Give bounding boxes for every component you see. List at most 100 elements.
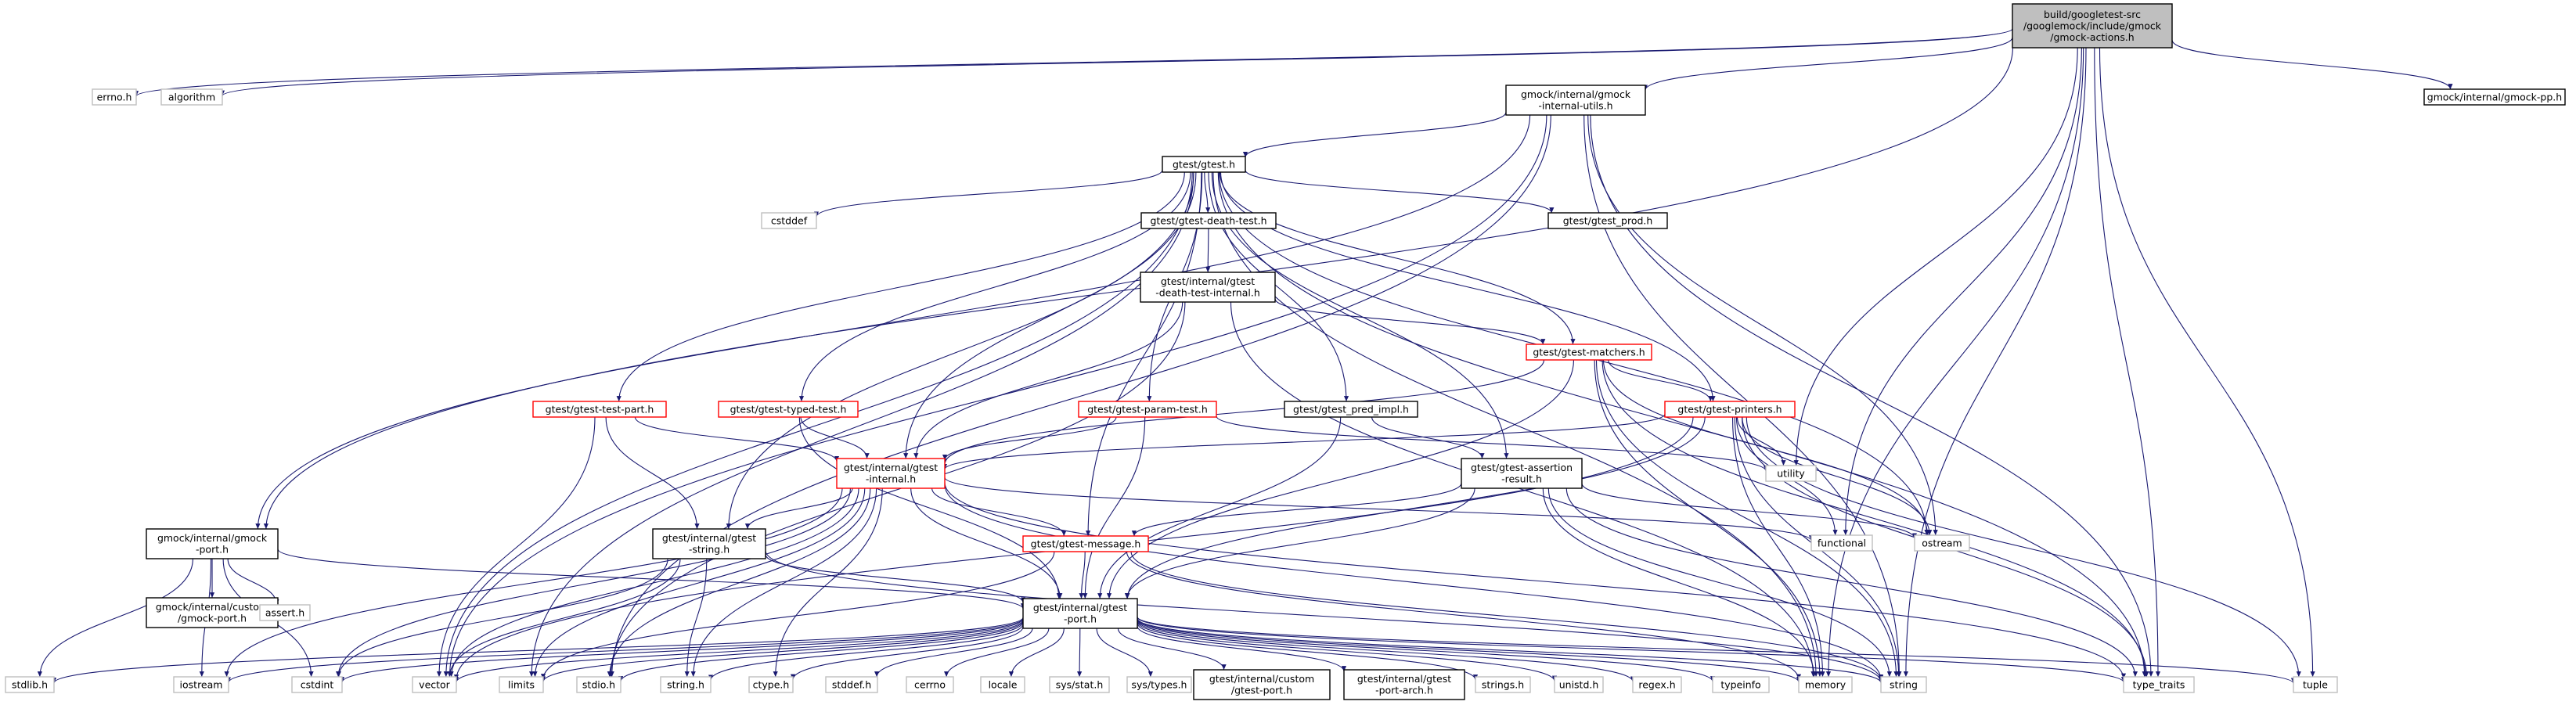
node-box [1193,669,1331,700]
node-label-line: iostream [180,678,223,690]
node-label-line: strings.h [1482,678,1524,690]
edge-root-to-errno [134,28,2013,97]
node-box [1554,676,1604,693]
node-box [748,676,794,693]
edge-gtest_internal-to-gtest_port [910,487,1063,599]
node-label-line: cstdint [301,678,334,690]
node-string-h: string.h [660,676,712,693]
node-label-line: gtest/internal/gtest [1357,673,1451,685]
node-label-line: -internal-utils.h [1538,100,1612,112]
node-unistd: unistd.h [1554,676,1604,693]
node-test-part[interactable]: gtest/gtest-test-part.h [532,401,667,418]
node-label-line: /googlemock/include/gmock [2023,20,2162,31]
node-label-line: gtest/gtest-param-test.h [1087,403,1208,415]
edge-gtest_string-to-cstdint [336,558,668,678]
edge-death_test-to-death_test_internal [1205,228,1211,273]
edge-assertion_result-to-gtest_port [1124,487,1475,599]
node-death-test[interactable]: gtest/gtest-death-test.h [1140,212,1277,229]
node-label-line: /gmock-port.h [178,613,247,624]
node-box [836,458,946,489]
node-label-line: gtest/gtest-printers.h [1677,403,1782,415]
node-box [1914,534,1970,552]
node-gtest-port[interactable]: gtest/internal/gtest-port.h [1022,598,1138,629]
node-stddef: stddef.h [825,676,878,693]
node-box [1712,676,1770,693]
node-sys-stat: sys/stat.h [1049,676,1110,693]
node-box [1284,401,1418,418]
edge-gtest_string-to-gtest_port [765,554,1026,603]
node-limits: limits [499,676,544,693]
edge-gtest_port-to-cstdint [340,618,1024,683]
node-label-line: -port-arch.h [1375,685,1433,696]
node-label-line: ctype.h [753,678,790,690]
node-gmock-port[interactable]: gmock/internal/gmock-port.h [146,528,279,559]
node-matchers[interactable]: gtest/gtest-matchers.h [1526,344,1652,361]
node-box [92,88,137,106]
node-type-traits: type_traits [2123,676,2195,693]
node-label-line: sys/stat.h [1056,678,1104,690]
node-box [1765,465,1817,482]
node-box [1022,598,1138,629]
node-box [660,676,712,693]
node-gtest-internal[interactable]: gtest/internal/gtest-internal.h [836,458,946,489]
edge-gtest_port-to-sys_stat [1077,628,1083,678]
node-ctype: ctype.h [748,676,794,693]
node-iostream: iostream [173,676,229,693]
node-pred-impl[interactable]: gtest/gtest_pred_impl.h [1284,401,1418,418]
edge-gtest_port-to-stdio [618,621,1024,682]
node-box [1343,669,1465,700]
node-death-test-internal[interactable]: gtest/internal/gtest-death-test-internal… [1140,272,1276,303]
node-gmock-internal-utils[interactable]: gmock/internal/gmock-internal-utils.h [1505,85,1646,116]
node-box [1126,676,1192,693]
edge-gtest_internal-to-limits [532,487,866,678]
edge-gtest_port-to-sys_types [1096,628,1153,678]
node-box [1798,676,1853,693]
node-printers[interactable]: gtest/gtest-printers.h [1664,401,1796,418]
node-box [1526,344,1652,361]
edge-gtest-to-death_test [1204,171,1211,214]
node-gtest[interactable]: gtest/gtest.h [1162,156,1246,173]
edge-gtest-to-printers [1220,171,1716,402]
node-box [160,88,223,106]
node-gtest-message[interactable]: gtest/gtest-message.h [1022,535,1149,552]
node-gtest-prod[interactable]: gtest/gtest_prod.h [1547,212,1668,229]
node-typed-test[interactable]: gtest/gtest-typed-test.h [718,401,859,418]
edge-matchers-to-printers [1608,359,1713,402]
node-param-test[interactable]: gtest/gtest-param-test.h [1078,401,1217,418]
node-label-line: unistd.h [1559,678,1599,690]
edge-gtest_port-to-stddef [874,628,1033,678]
edge-gtest-to-typed_test [798,171,1191,402]
node-label-line: build/googletest-src [2044,9,2141,20]
node-cerrno: cerrno [906,676,954,693]
node-label-line: gtest/internal/gtest [844,462,938,473]
node-label-line: gtest/gtest-death-test.h [1150,214,1266,226]
edge-gmock_port-to-stdlib [37,558,193,678]
edge-matchers-to-string [1595,359,1899,678]
node-label-line: /gtest-port.h [1231,685,1292,696]
node-ostream: ostream [1914,534,1970,552]
node-box [499,676,544,693]
edge-gtest_port-to-typeinfo [1137,619,1715,682]
node-gmock-pp[interactable]: gmock/internal/gmock-pp.h [2423,88,2566,106]
node-root[interactable]: build/googletest-src/googlemock/include/… [2012,3,2173,49]
node-stdio: stdio.h [576,676,621,693]
node-assertion-result[interactable]: gtest/gtest-assertion-result.h [1461,458,1583,489]
edge-param_test-to-gtest_port [1083,416,1146,599]
node-label-line: gtest/gtest_pred_impl.h [1293,403,1409,415]
edge-test_part-to-vector [436,416,596,678]
node-label-line: type_traits [2133,678,2185,690]
edge-matchers-to-ostream [1602,359,1930,536]
node-port-arch[interactable]: gtest/internal/gtest-port-arch.h [1343,669,1465,700]
edge-test_part-to-gtest_internal [634,416,840,462]
edge-printers-to-gtest_internal [942,413,1666,470]
node-label-line: -port.h [196,544,229,556]
node-box [1162,156,1246,173]
node-gtest-string[interactable]: gtest/internal/gtest-string.h [652,528,766,559]
node-gtest-custom-port[interactable]: gtest/internal/custom/gtest-port.h [1193,669,1331,700]
node-box [5,676,55,693]
node-gmock-custom-port[interactable]: gmock/internal/custom/gmock-port.h [146,597,279,628]
node-box [652,528,766,559]
edge-death_test_internal-to-matchers [1274,298,1546,345]
node-typeinfo: typeinfo [1712,676,1770,693]
node-string: string [1880,676,1927,693]
